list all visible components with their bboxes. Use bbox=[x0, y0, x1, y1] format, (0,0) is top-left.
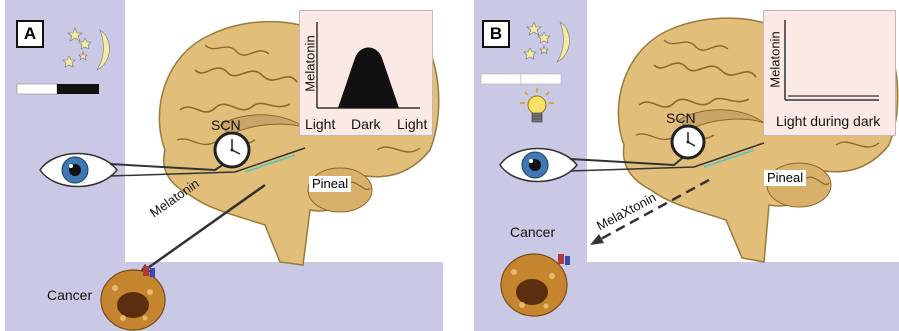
cancer-label: Cancer bbox=[510, 224, 555, 240]
inset-ylabel: Melatonin bbox=[303, 35, 318, 91]
pineal-label: Pineal bbox=[309, 176, 351, 192]
clock-icon bbox=[672, 126, 704, 158]
inset-xlabel-light-2: Light bbox=[397, 116, 427, 132]
inset-xlabel: Light during dark bbox=[776, 113, 880, 129]
inset-xlabel-dark: Dark bbox=[351, 116, 381, 132]
clock-icon bbox=[215, 133, 249, 167]
cancer-label: Cancer bbox=[47, 287, 92, 303]
scn-label: SCN bbox=[211, 117, 241, 133]
panel-letter-b: B bbox=[482, 20, 510, 48]
light-dark-bar bbox=[17, 84, 99, 94]
panel-b: B Melatonin Light during dark SCN Pineal… bbox=[474, 0, 899, 331]
panel-a: A Melatonin Light Dark Light SCN Pineal … bbox=[5, 0, 443, 331]
pineal-label: Pineal bbox=[764, 170, 806, 186]
panel-letter-a: A bbox=[16, 20, 44, 48]
inset-xlabel-light-1: Light bbox=[305, 116, 335, 132]
light-dark-bar bbox=[481, 74, 561, 84]
inset-ylabel: Melatonin bbox=[768, 31, 783, 87]
melatonin-arrowhead bbox=[590, 234, 604, 245]
scn-label: SCN bbox=[666, 110, 696, 126]
